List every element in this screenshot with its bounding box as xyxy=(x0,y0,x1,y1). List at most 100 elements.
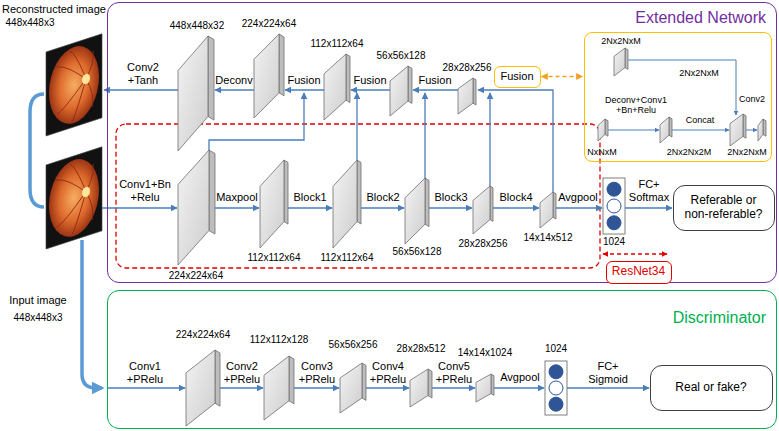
feature-map-side xyxy=(208,36,214,120)
flow-arrow xyxy=(413,89,458,90)
feature-map xyxy=(758,119,766,141)
flow-arrow xyxy=(493,207,539,208)
dimension-label: 112x112x64 xyxy=(310,38,363,50)
operation-label: Conv2 +PRelu xyxy=(224,360,260,385)
discriminator-panel: DiscriminatorReal or fake? xyxy=(107,290,777,429)
feature-map-face xyxy=(410,369,428,407)
network-panel: Extended NetworkFusion2Nx2NxM2Nx2NxMDeco… xyxy=(107,2,777,283)
feature-map-face xyxy=(473,186,490,234)
flow-arrow xyxy=(556,207,602,208)
neuron-dot xyxy=(549,397,563,411)
skip-connection xyxy=(478,90,553,192)
feature-map-face xyxy=(730,114,743,146)
dimension-label: 14x14x512 xyxy=(524,232,573,244)
dimension-label: 1024 xyxy=(545,343,567,355)
operation-label: Block2 xyxy=(366,191,399,204)
operation-label: Conv2 +Tanh xyxy=(127,61,159,86)
dimension-label: 14x14x1024 xyxy=(458,347,513,359)
feature-map-face xyxy=(340,363,362,413)
flow-arrow xyxy=(567,387,649,388)
blood-vessel xyxy=(55,170,86,202)
dimension-label: 224x224x64 xyxy=(176,329,231,341)
panel-title: Extended Network xyxy=(635,9,766,27)
feature-map-side xyxy=(428,369,432,398)
feature-map-face xyxy=(333,160,357,248)
flow-arrow xyxy=(108,387,185,388)
feature-map-side xyxy=(625,48,628,69)
skip-connection xyxy=(489,93,490,186)
detail-label: Conv2 xyxy=(739,94,765,104)
bracket xyxy=(30,94,44,207)
dimension-label: 448x448x32 xyxy=(170,20,225,32)
feature-map xyxy=(614,48,628,76)
flow-arrow xyxy=(432,387,475,388)
resnet-region xyxy=(116,124,600,268)
operation-label: Fusion xyxy=(353,74,386,87)
feature-map xyxy=(340,363,366,413)
feature-map-side xyxy=(491,374,494,395)
dimension-label: 112x112x128 xyxy=(250,334,309,346)
image-frame xyxy=(46,147,102,249)
input-arrow xyxy=(82,240,102,388)
feature-map xyxy=(405,178,429,244)
fundus-image xyxy=(46,147,102,249)
feature-map-side xyxy=(669,117,672,137)
fusion-detail-link xyxy=(542,76,583,78)
operation-label: Block1 xyxy=(293,191,326,204)
feature-vector xyxy=(603,178,625,234)
blood-vessel xyxy=(55,57,86,89)
feature-map xyxy=(540,192,556,228)
flow-arrow xyxy=(351,89,390,90)
operation-label: Maxpool xyxy=(216,191,258,204)
dimension-label: 56x56x256 xyxy=(329,339,378,351)
feature-map-face xyxy=(264,356,289,420)
vector-frame xyxy=(603,178,625,234)
dimension-label: 224x224x64 xyxy=(169,270,224,282)
resnet-pointer xyxy=(603,253,667,254)
flow-arrow xyxy=(104,89,178,90)
operation-label: Block4 xyxy=(499,191,532,204)
feature-map xyxy=(476,374,494,402)
operation-label: Avgpool xyxy=(500,371,540,384)
dimension-label: 28x28x512 xyxy=(397,343,446,355)
detail-label: 2Nx2NxM xyxy=(727,147,767,157)
flow-arrow xyxy=(294,387,339,388)
feature-map xyxy=(458,78,476,114)
blood-vessel xyxy=(72,79,86,122)
image-caption: Input image xyxy=(9,294,66,307)
fundus-image xyxy=(46,34,102,136)
neuron-dot xyxy=(607,216,621,230)
dimension-label: 112x112x64 xyxy=(320,252,373,264)
feature-map-side xyxy=(763,119,766,136)
dimension-label: 448x448x3 xyxy=(14,312,63,324)
flow-arrow xyxy=(361,207,404,208)
flow-arrow xyxy=(102,207,177,208)
feature-map-face xyxy=(260,160,284,248)
box-text: ResNet34 xyxy=(612,265,665,279)
dimension-label: 56x56x128 xyxy=(393,246,442,258)
operation-label: Deconv xyxy=(215,74,252,87)
feature-map-face xyxy=(598,119,605,141)
flow-arrow xyxy=(285,89,324,90)
feature-map-side xyxy=(289,356,294,404)
skip-connection xyxy=(209,93,304,150)
retina xyxy=(49,152,99,244)
feature-map-side xyxy=(279,34,284,96)
image-caption: Reconstructed image xyxy=(2,3,106,16)
image-frame xyxy=(46,34,102,136)
feature-map-side xyxy=(605,119,608,136)
dimension-label: 28x28x256 xyxy=(459,238,508,250)
backbone-tag: ResNet34 xyxy=(606,261,672,284)
operation-label: Conv3 +PRelu xyxy=(299,360,335,385)
feature-map-side xyxy=(743,114,746,138)
feature-map-face xyxy=(660,117,669,143)
operation-label: Conv5 +PRelu xyxy=(436,360,472,385)
dimension-label: 56x56x128 xyxy=(377,50,426,62)
box-text: Real or fake? xyxy=(675,381,746,395)
box-text: Fusion xyxy=(500,70,533,83)
feature-map xyxy=(264,356,294,420)
detail-label: 2Nx2Nx2M xyxy=(667,147,712,157)
operation-label: Fusion xyxy=(418,74,451,87)
feature-map xyxy=(333,160,361,248)
neuron-dot xyxy=(549,365,563,379)
